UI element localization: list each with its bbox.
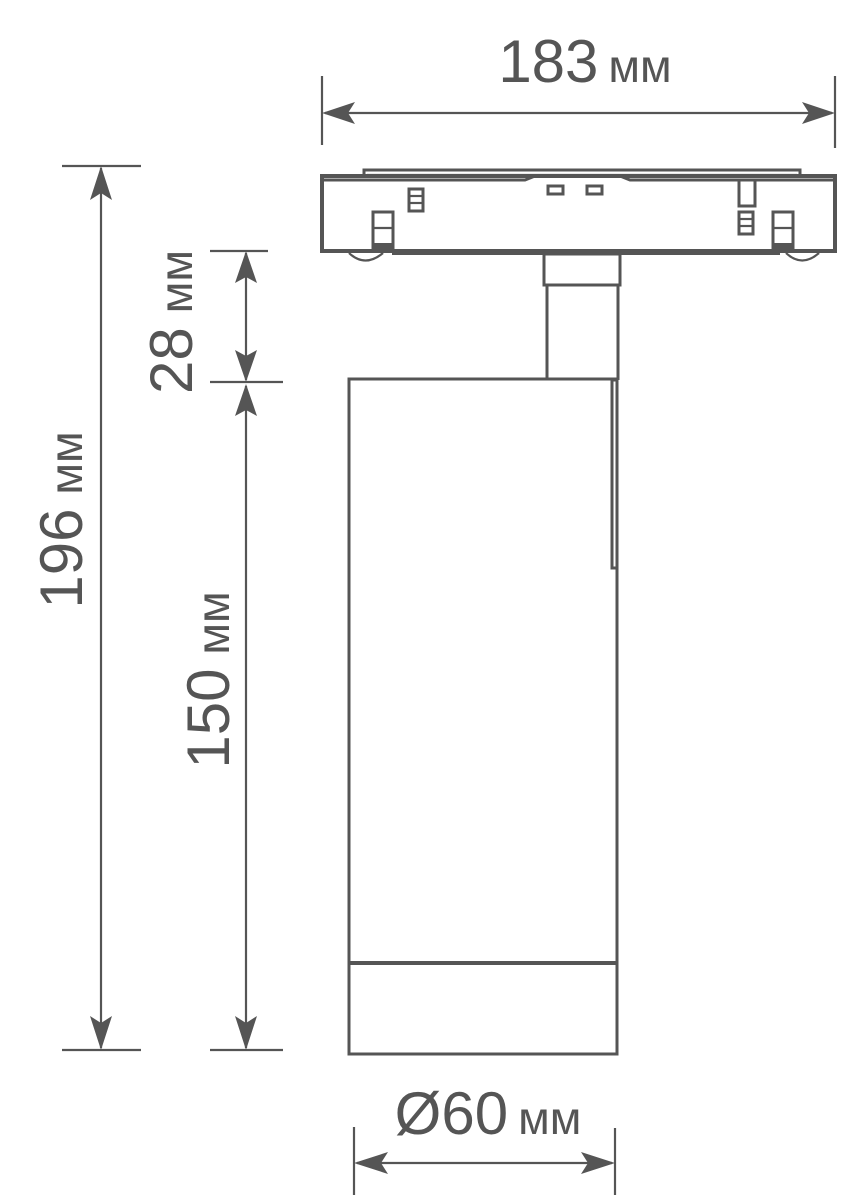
side-panel xyxy=(610,378,617,570)
arrowhead-down-icon xyxy=(90,1016,112,1050)
slot-icon xyxy=(546,184,565,196)
notch-right-icon xyxy=(737,180,757,208)
latch-left-icon xyxy=(371,210,395,250)
dimension-stem-height: 28мм xyxy=(138,249,283,394)
arrowhead-right-icon xyxy=(802,102,835,124)
arrowhead-up-icon xyxy=(90,166,112,200)
arrowhead-left-icon xyxy=(354,1152,388,1174)
slot-icon xyxy=(585,184,604,196)
cylinder-body xyxy=(347,377,619,1056)
dimension-overall-height: 196мм xyxy=(28,164,141,1052)
body-outline xyxy=(347,377,619,1056)
arrowhead-up-icon xyxy=(235,251,257,283)
adapter-housing xyxy=(320,174,837,253)
label-stem-height: 28мм xyxy=(138,250,205,394)
arrowhead-right-icon xyxy=(581,1152,615,1174)
latch-right-icon xyxy=(771,210,795,250)
arrowhead-down-icon xyxy=(235,1016,257,1050)
arrowhead-up-icon xyxy=(235,384,257,416)
arrowhead-down-icon xyxy=(235,350,257,382)
stem xyxy=(542,252,622,380)
stem-collar xyxy=(542,252,622,287)
contact-grille-right-icon xyxy=(737,210,755,236)
magnet-foot-right-icon xyxy=(785,252,820,262)
adapter-top-rail xyxy=(362,168,802,176)
arrowhead-left-icon xyxy=(322,102,355,124)
label-overall-height: 196мм xyxy=(28,431,95,608)
magnet-foot-left-icon xyxy=(348,252,384,262)
track-adapter xyxy=(320,168,837,262)
dimension-body-height: 150мм xyxy=(175,384,283,1052)
label-body-height: 150мм xyxy=(175,591,242,768)
contact-grille-left-icon xyxy=(407,187,425,213)
